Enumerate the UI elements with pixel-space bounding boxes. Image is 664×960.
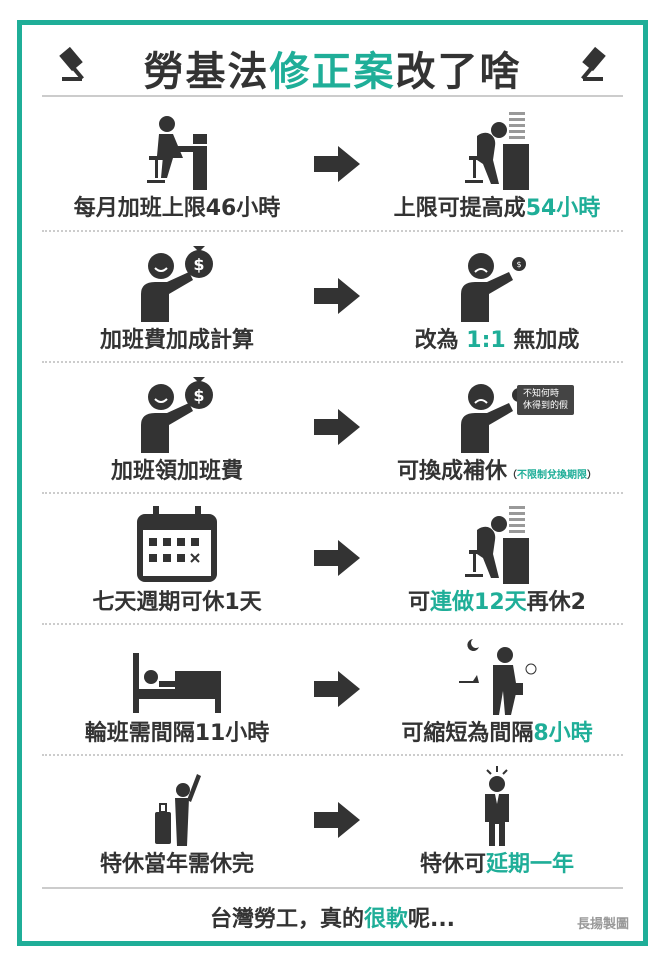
divider: [42, 887, 623, 889]
title-part: 改了啥: [395, 49, 522, 95]
night-worker-icon: [447, 631, 547, 719]
label-part: 上限可提高成: [393, 196, 526, 221]
footer-part: 台灣勞工，真的: [209, 907, 364, 932]
after-label: 特休可延期一年: [367, 846, 627, 878]
after-label: 改為 1:1 無加成: [367, 322, 627, 354]
label-highlight: 連做12天: [430, 590, 527, 615]
label-part: 再休2: [526, 590, 586, 615]
label-part: 特休可: [419, 852, 486, 877]
bed-icon: [127, 631, 227, 719]
comparison-row: 每月加班上限46小時 上限可提高成54小時: [22, 98, 643, 229]
label-part: 無加成: [505, 328, 580, 353]
after-label: 上限可提高成54小時: [367, 190, 627, 222]
comparison-row: 輪班需間隔11小時 可縮短為間隔8小時: [22, 623, 643, 754]
footer-highlight: 很軟: [363, 907, 408, 932]
title-part: 勞基法: [143, 49, 270, 95]
label-part: 改為: [414, 328, 467, 353]
note-paren: （: [507, 470, 517, 481]
before-label: 特休當年需休完: [99, 852, 254, 877]
footer-part: 呢...: [407, 907, 456, 932]
traveler-luggage-icon: [127, 762, 227, 850]
after-label: 可連做12天再休2: [367, 584, 627, 616]
note-text: 不限制兌換期限: [517, 470, 587, 481]
footer-text: 台灣勞工，真的很軟呢...: [22, 901, 643, 933]
before-label: 輪班需間隔11小時: [84, 721, 270, 746]
infographic-frame: 勞基法修正案改了啥 每月加班上限46小時 上限可提高成54小時 加班費加成計算 …: [17, 20, 648, 946]
title-highlight: 修正案: [269, 49, 396, 95]
person-money-bag-icon: [127, 238, 227, 326]
comparison-row: 特休當年需休完 特休可延期一年: [22, 754, 643, 885]
divider: [42, 95, 623, 97]
label-part: 可縮短為間隔: [401, 721, 534, 746]
comparison-row: 七天週期可休1天 可連做12天再休2: [22, 492, 643, 623]
arrow-right-icon: [314, 671, 360, 707]
label-part: 可換成補休: [396, 459, 507, 484]
arrow-right-icon: [314, 146, 360, 182]
before-label: 加班費加成計算: [99, 328, 254, 353]
stressed-man-icon: [447, 762, 547, 850]
label-highlight: 延期一年: [486, 852, 575, 877]
tired-worker-icon: [447, 500, 547, 588]
label-highlight: 8小時: [533, 721, 593, 746]
note-paren: ）: [587, 470, 597, 481]
divider: [42, 623, 623, 625]
divider: [42, 492, 623, 494]
page-title: 勞基法修正案改了啥: [22, 39, 643, 97]
desk-worker-icon: [127, 106, 227, 194]
sad-person-small-money-icon: [447, 238, 547, 326]
comparison-row: 加班費加成計算 改為 1:1 無加成: [22, 230, 643, 361]
before-label: 七天週期可休1天: [92, 590, 262, 615]
divider: [42, 754, 623, 756]
arrow-right-icon: [314, 409, 360, 445]
after-label: 可縮短為間隔8小時: [367, 715, 627, 747]
credit: 長揚製圖: [576, 917, 629, 932]
arrow-right-icon: [314, 278, 360, 314]
label-highlight: 54小時: [525, 196, 601, 221]
note: （不限制兌換期限）: [507, 470, 597, 481]
label-highlight: 1:1: [466, 328, 506, 353]
tired-worker-icon: [447, 106, 547, 194]
sign-line: 不知何時: [523, 389, 560, 399]
comparison-row: 加班領加班費 不知何時休得到的假 可換成補休（不限制兌換期限）: [22, 361, 643, 492]
divider: [42, 361, 623, 363]
before-label: 每月加班上限46小時: [73, 196, 281, 221]
after-label: 可換成補休（不限制兌換期限）: [367, 453, 627, 485]
calendar-icon: [127, 500, 227, 588]
arrow-right-icon: [314, 540, 360, 576]
before-label: 加班領加班費: [110, 459, 243, 484]
sign-line: 休得到的假: [523, 401, 569, 411]
speech-sign: 不知何時休得到的假: [517, 385, 575, 415]
divider: [42, 230, 623, 232]
arrow-right-icon: [314, 802, 360, 838]
person-money-bag-icon: [127, 369, 227, 457]
label-part: 可: [408, 590, 431, 615]
